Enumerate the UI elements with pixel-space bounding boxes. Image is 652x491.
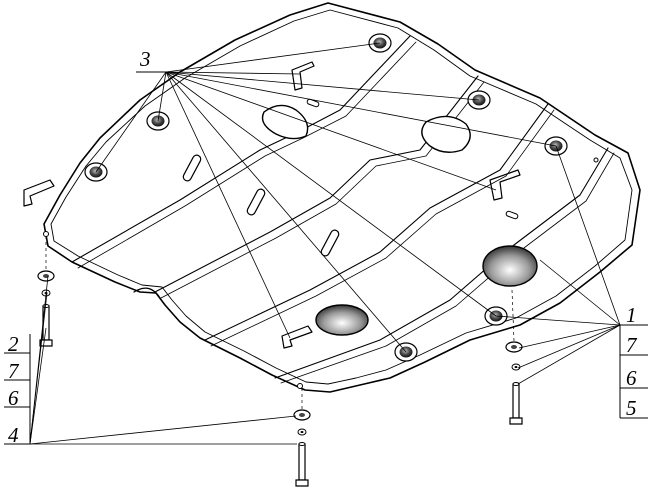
rib-2 — [154, 75, 479, 293]
callout-label: 6 — [8, 386, 19, 410]
leader-lines-3 — [95, 42, 557, 353]
rib-4 — [274, 147, 609, 379]
washer-icon — [293, 409, 311, 421]
fastener-stack-center — [293, 409, 311, 487]
fastener-stack-right — [505, 341, 523, 425]
slot-holes — [182, 98, 519, 257]
access-opening — [421, 115, 471, 153]
plate-inner-flange — [50, 9, 633, 385]
plate-notch — [133, 287, 161, 299]
callout-label: 2 — [8, 332, 19, 356]
callout-label: 7 — [626, 333, 638, 357]
leader-lines-right — [495, 145, 621, 385]
washer-icon — [37, 270, 55, 282]
bracket-icon — [291, 61, 315, 91]
callout-label: 5 — [626, 396, 637, 420]
access-opening — [261, 104, 309, 140]
rib-1b — [77, 41, 417, 269]
bolt-icon — [295, 442, 309, 487]
small-holes — [43, 157, 599, 389]
skid-plate — [43, 2, 641, 393]
nut-icon — [511, 363, 521, 371]
nut-icon — [297, 428, 307, 436]
callout-label: 7 — [8, 359, 20, 383]
callout-label: 1 — [626, 303, 637, 327]
callout-label: 3 — [139, 47, 151, 71]
slot-hole — [182, 154, 202, 182]
slot-hole — [306, 98, 320, 108]
rib-3 — [204, 103, 549, 341]
callout-table-right: 1 7 6 5 — [619, 303, 648, 420]
plate-outline — [43, 2, 641, 393]
access-opening-deep — [315, 304, 369, 336]
slot-hole — [505, 210, 519, 220]
bolt-icon — [509, 382, 523, 425]
slot-hole — [320, 229, 340, 257]
slot-hole — [246, 188, 266, 216]
rib-3b — [210, 109, 555, 347]
leader-lines-left — [29, 275, 297, 445]
assembly-axes — [45, 236, 515, 409]
access-openings — [261, 104, 538, 336]
callout-label: 6 — [626, 366, 637, 390]
fastener-stack-left — [37, 270, 55, 347]
access-opening-deep — [482, 245, 538, 287]
washer-icon — [505, 341, 523, 353]
bracket-icon — [23, 179, 55, 207]
rib-4b — [280, 152, 615, 384]
callout-table-left: 2 7 6 4 — [4, 332, 31, 447]
callout-top: 3 — [136, 47, 166, 73]
bracket-icon — [489, 169, 521, 201]
rib-2b — [160, 81, 485, 299]
callout-label: 4 — [8, 423, 19, 447]
bracket-icon — [281, 325, 313, 349]
rib-1 — [71, 35, 411, 263]
